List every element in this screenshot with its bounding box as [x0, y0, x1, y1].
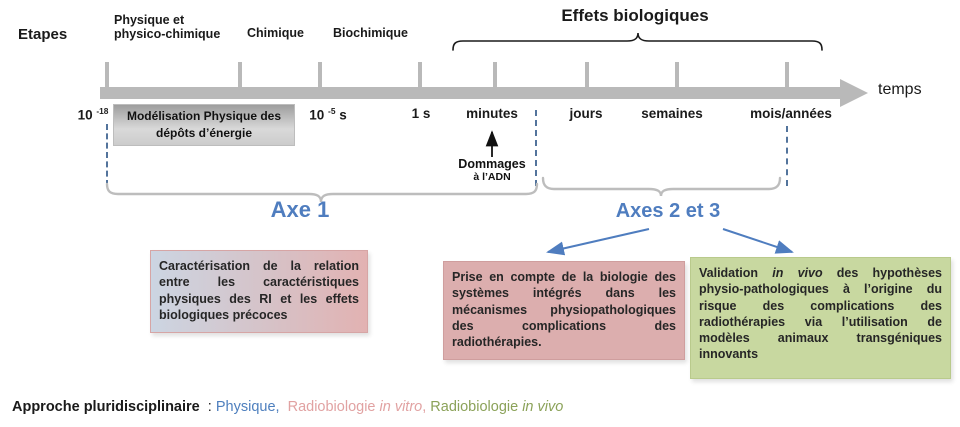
dommages-line1: Dommages: [458, 157, 526, 171]
box-caracterisation: Caractérisation de la relation entre les…: [150, 250, 368, 333]
tick-mark: [675, 62, 679, 88]
tick-label-jours: jours: [569, 106, 603, 121]
tick-label-1s: 1 s: [411, 106, 431, 121]
tick-mark: [493, 62, 497, 88]
tick-label-1e-18: 10 -18: [77, 106, 109, 123]
approche-pluridisciplinaire-legend: Approche pluridisciplinaire : Physique, …: [12, 399, 564, 415]
tick-mark: [105, 62, 109, 88]
dommages-adn-annotation: Dommages à l’ADN: [452, 157, 532, 183]
axes23-label: Axes 2 et 3: [615, 200, 721, 222]
box-validation-in-vivo: Validation in vivo des hypothèses physio…: [690, 257, 951, 379]
effets-brace: [452, 32, 823, 51]
tick-label-1e-5s: 10 -5 s: [309, 106, 347, 123]
stage-chimique-label: Chimique: [247, 26, 304, 40]
tick-mark: [318, 62, 322, 88]
box-prise-en-compte: Prise en compte de la biologie des systè…: [443, 261, 685, 360]
tick-mark: [785, 62, 789, 88]
axes23-arrow-right: [722, 228, 794, 254]
dashed-line-middle: [535, 110, 537, 186]
axe1-label: Axe 1: [270, 197, 330, 222]
stage-physique-label: Physique et physico-chimique: [114, 13, 221, 42]
etapes-label: Etapes: [18, 26, 68, 43]
axes23-brace: [541, 176, 782, 197]
tick-label-mois-annees: mois/années: [750, 106, 832, 121]
tick-mark: [238, 62, 242, 88]
stage-biochimique-label: Biochimique: [333, 26, 409, 40]
tick-mark: [418, 62, 422, 88]
timeline-bar: [100, 87, 840, 99]
dashed-line-right: [786, 126, 788, 186]
tick-label-minutes: minutes: [466, 106, 518, 121]
modelisation-box: Modélisation Physique des dépôts d’énerg…: [113, 104, 295, 146]
dommages-line2: à l’ADN: [473, 171, 511, 183]
axes23-arrow-left: [546, 228, 650, 256]
dashed-line-left: [106, 124, 108, 186]
effets-biologiques-title: Effets biologiques: [561, 6, 709, 25]
timeline-arrowhead-icon: [840, 79, 868, 107]
temps-axis-label: temps: [878, 81, 922, 98]
tick-label-semaines: semaines: [641, 106, 703, 121]
tick-mark: [585, 62, 589, 88]
